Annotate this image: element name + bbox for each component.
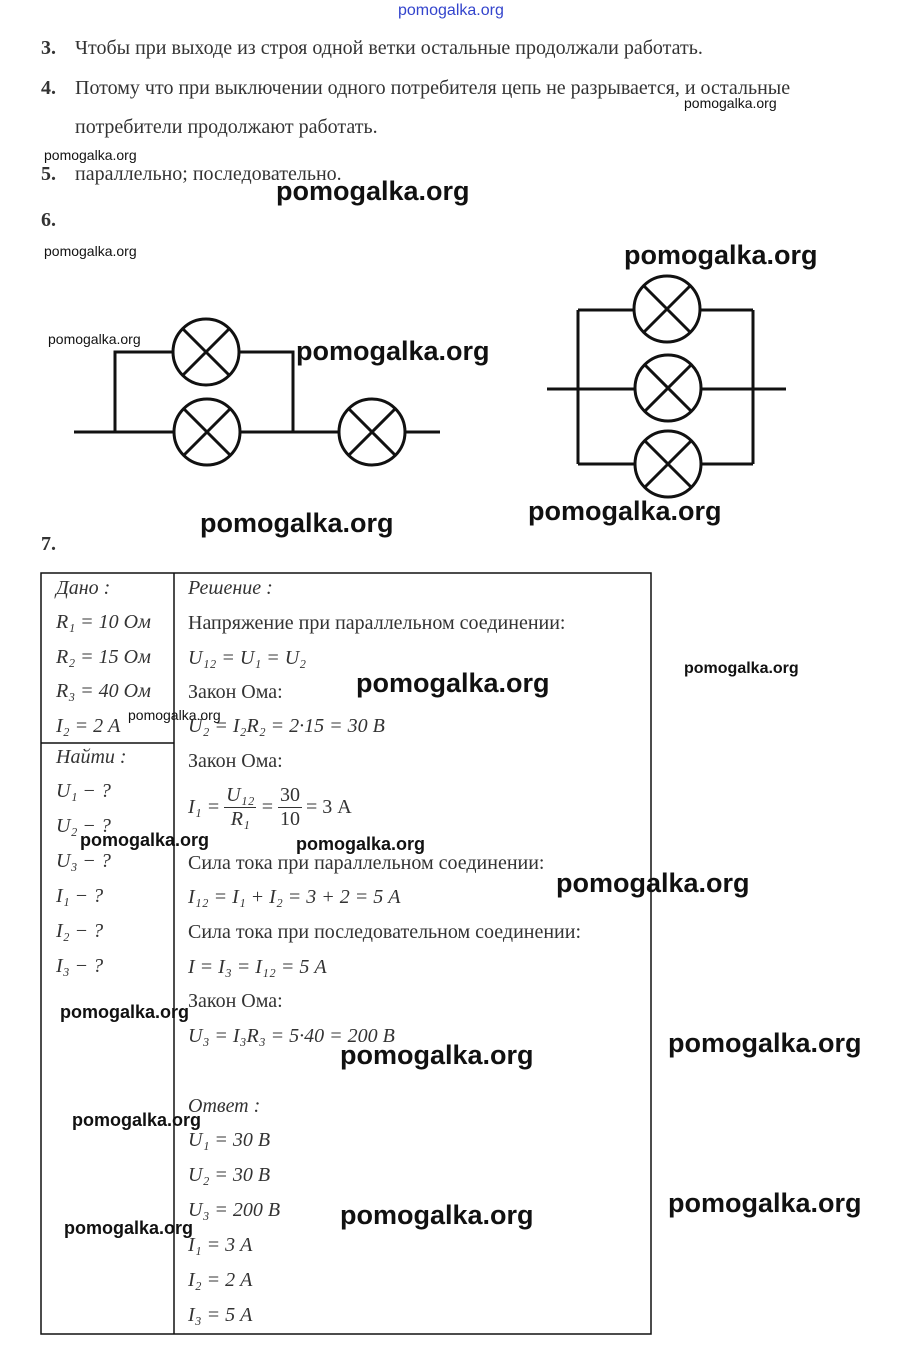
fraction-lhs: I₁ =: [188, 796, 221, 818]
given-title: Дано :: [56, 577, 111, 599]
answer-item: U₁ = 30 В: [188, 1129, 271, 1151]
answer-4-number: 4.: [41, 77, 56, 99]
watermark: pomogalka.org: [624, 240, 818, 270]
answer-6-number: 6.: [41, 209, 56, 231]
answer-item: U₃ = 200 В: [188, 1199, 281, 1221]
answer-item: I₃ = 5 А: [188, 1304, 253, 1326]
solution-line: Напряжение при параллельном соединении:: [188, 612, 566, 634]
watermark: pomogalka.org: [44, 147, 137, 163]
watermark: pomogalka.org: [356, 668, 550, 698]
fraction-denominator: 10: [279, 808, 300, 830]
watermark: pomogalka.org: [668, 1188, 862, 1218]
watermark: pomogalka.org: [64, 1218, 194, 1238]
watermark: pomogalka.org: [296, 834, 426, 854]
solution-line: Сила тока при последовательном соединени…: [188, 921, 582, 943]
given-item: I₂ = 2 А: [56, 715, 121, 737]
ohm-fraction: I₁ = U₁₂ R₁ = 30 10 = 3 А: [188, 784, 352, 830]
answer-item: U₂ = 30 В: [188, 1164, 271, 1186]
solution-line: Закон Ома:: [188, 990, 283, 1012]
watermark: pomogalka.org: [668, 1028, 862, 1058]
fraction-rhs: = 3 А: [305, 796, 352, 818]
lamp-icon: [632, 274, 702, 344]
solution-line: I = I₃ = I₁₂ = 5 А: [188, 956, 327, 978]
lamp-icon: [337, 397, 407, 467]
parallel-circuit: [547, 274, 786, 499]
solution-line: Сила тока при параллельном соединении:: [188, 852, 545, 874]
lamp-icon: [633, 353, 703, 423]
watermark: pomogalka.org: [80, 830, 210, 850]
lamp-icon: [172, 397, 242, 467]
watermark: pomogalka.org: [528, 496, 722, 526]
watermark: pomogalka.org: [556, 868, 750, 898]
answer-4-text: Потому что при выключении одного потреби…: [75, 77, 791, 99]
answer-5-number: 5.: [41, 163, 56, 185]
watermark: pomogalka.org: [72, 1110, 202, 1130]
answer-item: I₁ = 3 А: [188, 1234, 253, 1256]
watermark: pomogalka.org: [276, 176, 470, 206]
given-item: R₁ = 10 Ом: [56, 611, 151, 633]
fraction-numerator: U₁₂: [224, 784, 257, 808]
answer-title: Ответ :: [188, 1095, 261, 1117]
find-item: I₃ − ?: [56, 955, 104, 977]
solution-table-lines: [40, 572, 652, 1335]
watermark: pomogalka.org: [684, 95, 777, 111]
fraction-denominator: R₁: [230, 808, 250, 830]
watermark: pomogalka.org: [128, 707, 221, 723]
lamp-icon: [633, 429, 703, 499]
watermark: pomogalka.org: [200, 508, 394, 538]
solution-title: Решение :: [188, 577, 273, 599]
find-item: I₁ − ?: [56, 885, 104, 907]
answer-4-text-cont: потребители продолжают работать.: [75, 116, 378, 138]
mixed-circuit: [74, 317, 440, 467]
find-item: U₃ − ?: [56, 850, 111, 872]
given-item: R₃ = 40 Ом: [56, 680, 151, 702]
fraction-numerator: 30: [277, 784, 302, 808]
lamp-icon: [171, 317, 241, 387]
watermark: pomogalka.org: [48, 331, 141, 347]
solution-line: Закон Ома:: [188, 681, 283, 703]
solution-line: Закон Ома:: [188, 750, 283, 772]
watermark: pomogalka.org: [340, 1200, 534, 1230]
find-item: U₁ − ?: [56, 780, 111, 802]
answer-3-text: Чтобы при выходе из строя одной ветки ос…: [75, 37, 703, 59]
solution-line: U₂ = I₂R₂ = 2·15 = 30 В: [188, 715, 385, 737]
watermark: pomogalka.org: [684, 660, 799, 677]
given-item: R₂ = 15 Ом: [56, 646, 151, 668]
solution-line: U₁₂ = U₁ = U₂: [188, 647, 307, 669]
find-item: U₂ − ?: [56, 815, 111, 837]
solution-line: I₁₂ = I₁ + I₂ = 3 + 2 = 5 А: [188, 886, 401, 908]
answer-3-number: 3.: [41, 37, 56, 59]
find-title: Найти :: [56, 746, 127, 768]
solution-line: U₃ = I₃R₃ = 5·40 = 200 В: [188, 1025, 395, 1047]
header-watermark[interactable]: pomogalka.org: [398, 2, 504, 19]
watermark: pomogalka.org: [340, 1040, 534, 1070]
find-item: I₂ − ?: [56, 920, 104, 942]
watermark: pomogalka.org: [60, 1002, 190, 1022]
answer-5-text: параллельно; последовательно.: [75, 163, 342, 185]
watermark: pomogalka.org: [296, 336, 490, 366]
watermark: pomogalka.org: [44, 243, 137, 259]
answer-7-number: 7.: [41, 533, 56, 555]
answer-item: I₂ = 2 А: [188, 1269, 253, 1291]
